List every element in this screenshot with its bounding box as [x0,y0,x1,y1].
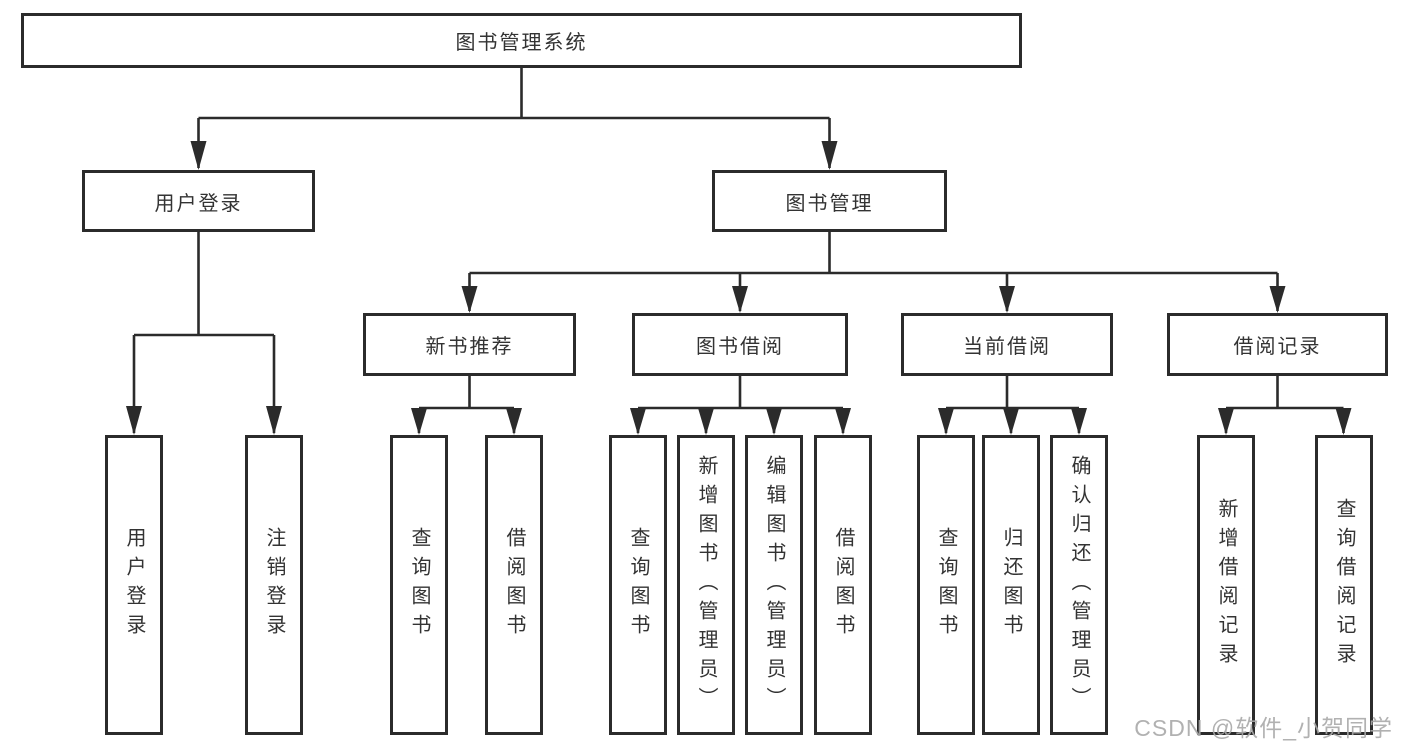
node-current-borrow: 当前借阅 [901,313,1113,376]
connector-records-bus [1224,376,1345,433]
node-book-borrow: 图书借阅 [632,313,848,376]
connector-current-bus [944,376,1081,433]
arrow-down-icon [266,406,282,435]
node-book-management: 图书管理 [712,170,947,232]
arrow-down-icon [1269,286,1286,313]
leaf-current-return: 归还图书 [982,435,1040,735]
leaf-borrow-query: 查询图书 [609,435,667,735]
leaf-records-add: 新增借阅记录 [1197,435,1255,735]
arrow-down-icon [766,408,782,435]
connector-root-bus [197,68,831,168]
arrow-down-icon [461,286,478,313]
connector-bookmgmt-bus [468,232,1279,311]
leaf-borrow-borrow: 借阅图书 [814,435,872,735]
leaf-newbook-query: 查询图书 [390,435,448,735]
leaf-user-login: 用户登录 [105,435,163,735]
arrow-down-icon [411,408,427,435]
node-new-book-recommend: 新书推荐 [363,313,576,376]
node-root: 图书管理系统 [21,13,1022,68]
arrow-down-icon [999,286,1015,313]
arrow-down-icon [732,286,748,313]
leaf-newbook-borrow: 借阅图书 [485,435,543,735]
connector-borrow-bus [636,376,845,433]
connector-newbook-bus [417,376,516,433]
leaf-logout: 注销登录 [245,435,303,735]
arrow-down-icon [1335,408,1352,435]
node-user-login: 用户登录 [82,170,315,232]
connector-userlogin-bus [132,232,276,433]
arrow-down-icon [835,408,851,435]
arrow-down-icon [126,406,142,435]
arrow-down-icon [190,141,207,170]
arrow-down-icon [506,408,522,435]
leaf-records-query: 查询借阅记录 [1315,435,1373,735]
arrow-down-icon [698,408,714,435]
arrow-down-icon [1003,408,1019,435]
leaf-current-query: 查询图书 [917,435,975,735]
csdn-watermark: CSDN @软件_小贺同学 [1134,715,1393,741]
arrow-down-icon [938,408,954,435]
arrow-down-icon [821,141,838,170]
node-borrow-records: 借阅记录 [1167,313,1388,376]
leaf-current-confirm-admin: 确认归还（管理员） [1050,435,1108,735]
leaf-borrow-edit-admin: 编辑图书（管理员） [745,435,803,735]
arrow-down-icon [1071,408,1087,435]
arrow-down-icon [1218,408,1234,435]
arrow-down-icon [630,408,646,435]
leaf-borrow-add-admin: 新增图书（管理员） [677,435,735,735]
